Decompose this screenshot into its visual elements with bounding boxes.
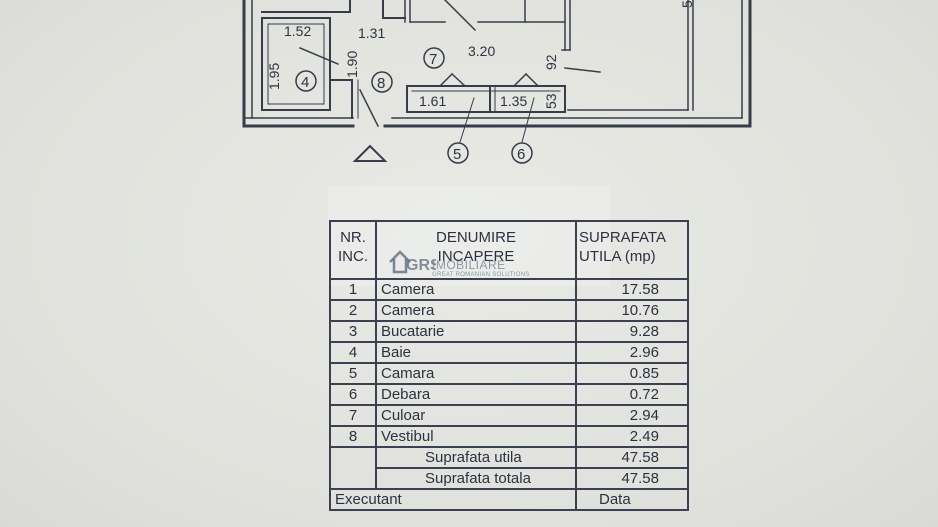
room-area: 0.85 — [575, 362, 689, 385]
table-row: 8 Vestibul 2.49 — [329, 425, 689, 448]
table-row: 4 Baie 2.96 — [329, 341, 689, 364]
room-marker: 4 — [301, 74, 309, 91]
footer-row: Executant Data — [329, 488, 689, 511]
header-denumire: DENUMIRE INCAPERE — [375, 220, 577, 280]
floor-plan-drawing: 1.52 1.31 3.20 1.95 1.90 92 1.61 1.35 53… — [242, 0, 752, 164]
dimension-label: 1.90 — [344, 51, 360, 78]
watermark-tagline: GREAT ROMANIAN SOLUTIONS — [432, 272, 530, 278]
date-label: Data — [575, 488, 689, 511]
blank-cell — [329, 447, 377, 468]
dimension-label: 1.61 — [419, 93, 446, 109]
table-row: 5 Camara 0.85 — [329, 362, 689, 385]
grs-logo-icon: GRS — [389, 250, 436, 274]
header-line: NR. — [340, 229, 366, 246]
room-name: Camera — [375, 278, 577, 301]
room-area: 17.58 — [575, 278, 689, 301]
room-area: 9.28 — [575, 320, 689, 343]
room-name: Camara — [375, 362, 577, 385]
total-label: Suprafata utila — [375, 446, 577, 469]
room-area: 10.76 — [575, 299, 689, 322]
dimension-label: 92 — [543, 54, 559, 70]
watermark-name: IMOBILIARE — [432, 258, 506, 272]
table-header-row: NR. INC. DENUMIRE INCAPERE SUPRAFATA UTI… — [329, 220, 689, 280]
room-marker: 6 — [517, 146, 525, 163]
room-name: Debara — [375, 383, 577, 406]
totals-row: Suprafata totala 47.58 — [329, 467, 689, 490]
table-row: 6 Debara 0.72 — [329, 383, 689, 406]
row-number: 8 — [329, 425, 377, 448]
room-area: 2.49 — [575, 425, 689, 448]
row-number: 2 — [329, 299, 377, 322]
room-name: Culoar — [375, 404, 577, 427]
row-number: 6 — [329, 383, 377, 406]
room-marker: 8 — [377, 75, 385, 92]
executant-label: Executant — [329, 488, 577, 511]
room-marker: 5 — [453, 146, 461, 163]
blank-cell — [329, 468, 377, 489]
header-suprafata: SUPRAFATA UTILA (mp) — [575, 220, 689, 280]
dimension-label: 3.20 — [468, 43, 495, 59]
total-value: 47.58 — [575, 446, 689, 469]
header-nr: NR. INC. — [329, 220, 377, 280]
dimension-label: 53 — [543, 93, 559, 109]
table-row: 7 Culoar 2.94 — [329, 404, 689, 427]
row-number: 3 — [329, 320, 377, 343]
header-line: SUPRAFATA — [579, 229, 666, 246]
watermark-logo-text: GRS — [406, 257, 436, 274]
row-number: 1 — [329, 278, 377, 301]
row-number: 7 — [329, 404, 377, 427]
table-row: 1 Camera 17.58 — [329, 278, 689, 301]
row-number: 5 — [329, 362, 377, 385]
room-area: 0.72 — [575, 383, 689, 406]
room-marker: 7 — [429, 51, 437, 68]
header-line: INC. — [338, 248, 368, 265]
room-name: Vestibul — [375, 425, 577, 448]
room-name: Camera — [375, 299, 577, 322]
room-name: Bucatarie — [375, 320, 577, 343]
row-number: 4 — [329, 341, 377, 364]
room-area: 2.94 — [575, 404, 689, 427]
total-value: 47.58 — [575, 467, 689, 490]
header-line: INCAPERE — [437, 248, 515, 265]
header-line: UTILA (mp) — [579, 248, 656, 265]
total-label: Suprafata totala — [375, 467, 577, 490]
dimension-label: 1.31 — [358, 25, 385, 41]
room-name: Baie — [375, 341, 577, 364]
dimension-label: 1.35 — [500, 93, 527, 109]
table-row: 2 Camera 10.76 — [329, 299, 689, 322]
room-area: 2.96 — [575, 341, 689, 364]
totals-row: Suprafata utila 47.58 — [329, 446, 689, 469]
header-line: DENUMIRE — [435, 229, 516, 246]
dimension-label: 5 — [679, 0, 695, 8]
rooms-table: NR. INC. DENUMIRE INCAPERE SUPRAFATA UTI… — [329, 220, 689, 511]
dimension-label: 1.52 — [284, 23, 311, 39]
dimension-label: 1.95 — [266, 63, 282, 90]
table-row: 3 Bucatarie 9.28 — [329, 320, 689, 343]
